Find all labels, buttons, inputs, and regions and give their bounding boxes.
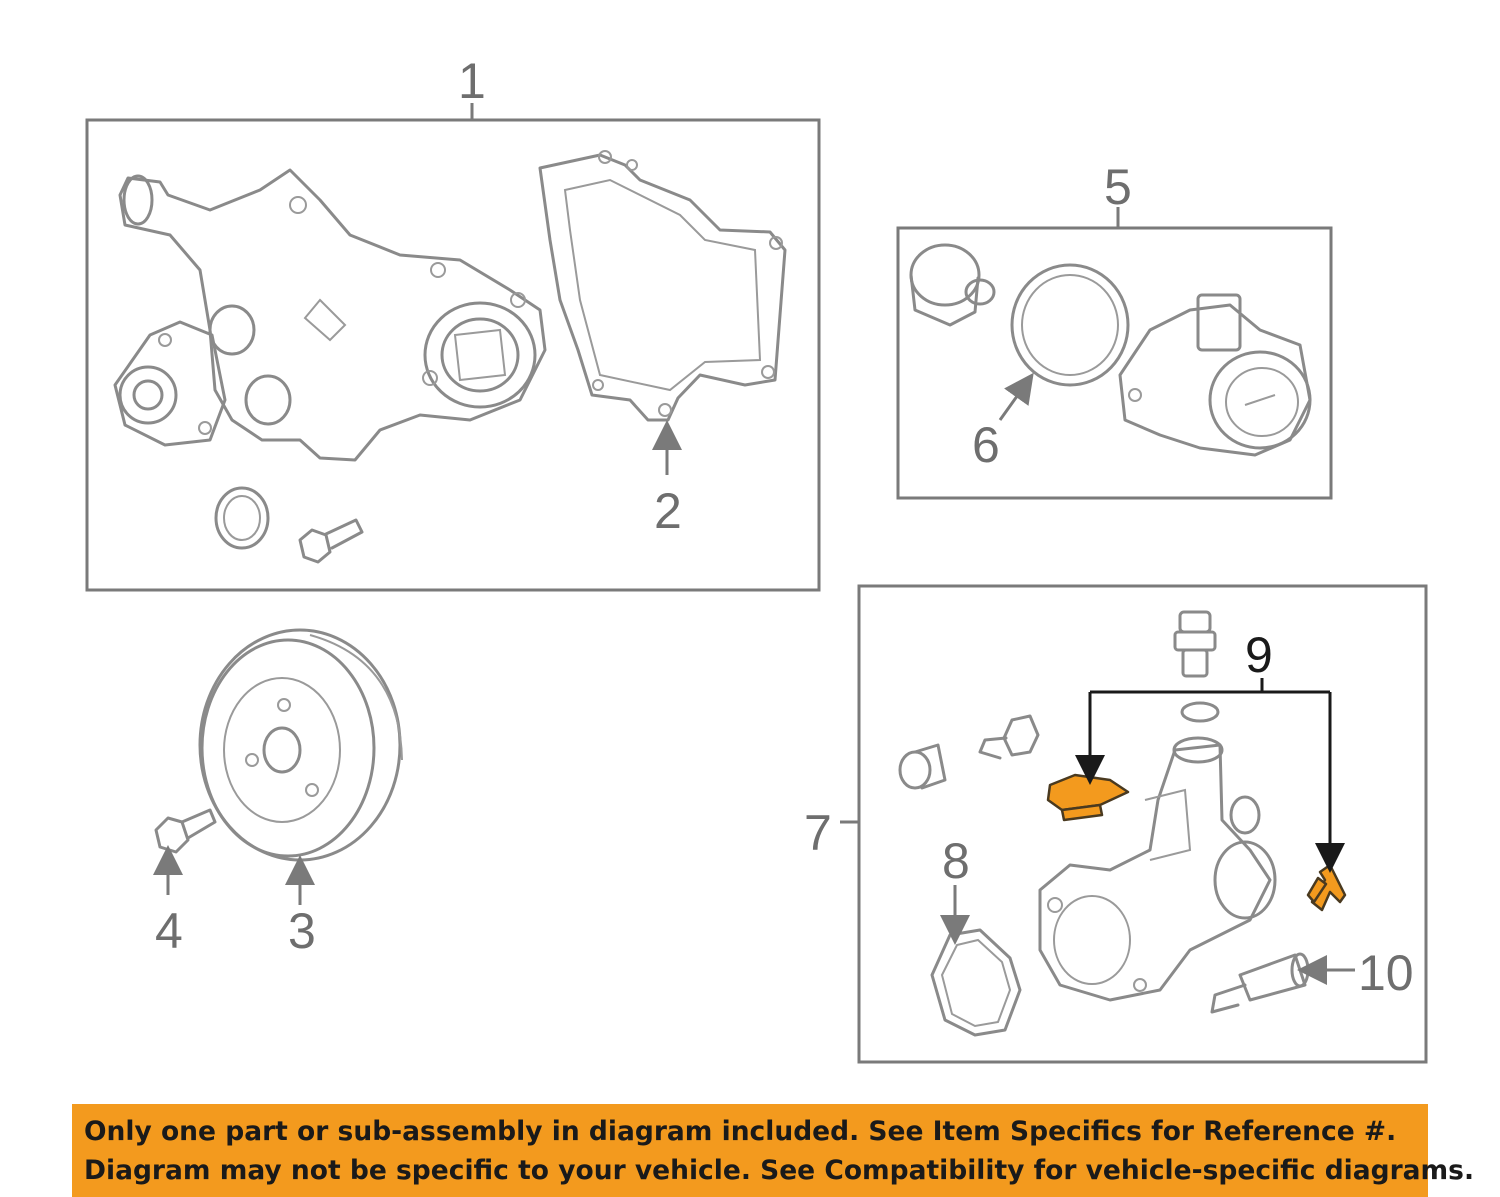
water-pump-housing bbox=[113, 168, 547, 462]
callout-1: 1 bbox=[458, 53, 486, 109]
pulley bbox=[198, 628, 403, 862]
disclaimer-line-1: Only one part or sub-assembly in diagram… bbox=[84, 1116, 1397, 1147]
outlet-fitting bbox=[1173, 610, 1220, 723]
callout-6: 6 bbox=[972, 417, 1000, 473]
highlighted-retaining-clip bbox=[1306, 863, 1347, 912]
outlet-bushing bbox=[898, 743, 947, 790]
callout-10: 10 bbox=[1358, 945, 1414, 1001]
callout-6-leader bbox=[998, 372, 1034, 421]
disclaimer-banner: Only one part or sub-assembly in diagram… bbox=[72, 1104, 1475, 1197]
thermostat-box bbox=[896, 226, 1333, 500]
water-pump-group: 1 bbox=[85, 53, 821, 592]
callout-3: 3 bbox=[288, 903, 316, 959]
thermostat bbox=[909, 243, 996, 327]
thermostat-housing bbox=[1118, 293, 1312, 457]
callout-8: 8 bbox=[942, 833, 970, 889]
water-pump-gasket bbox=[538, 150, 787, 422]
bleeder-screw bbox=[978, 714, 1040, 760]
highlighted-retainer-plate bbox=[1046, 773, 1130, 822]
water-outlet-housing bbox=[1038, 736, 1277, 1002]
water-outlet-group: 7 bbox=[804, 584, 1428, 1064]
pump-bolt bbox=[298, 518, 364, 564]
callout-7: 7 bbox=[804, 805, 832, 861]
callout-9: 9 bbox=[1245, 627, 1273, 683]
water-pump-box bbox=[85, 118, 821, 592]
temperature-sensor bbox=[1210, 952, 1310, 1014]
callout-2: 2 bbox=[654, 483, 682, 539]
water-outlet-box bbox=[857, 584, 1428, 1064]
outlet-seal bbox=[930, 928, 1022, 1037]
parts-diagram: 1 bbox=[85, 53, 1428, 1064]
disclaimer-line-2: Diagram may not be specific to your vehi… bbox=[84, 1155, 1475, 1186]
thermostat-group: 5 6 bbox=[896, 159, 1333, 500]
pulley-bolt bbox=[154, 808, 217, 854]
callout-4: 4 bbox=[155, 903, 183, 959]
callout-5: 5 bbox=[1104, 159, 1132, 215]
o-ring bbox=[214, 486, 270, 550]
thermostat-seal bbox=[1010, 263, 1130, 387]
